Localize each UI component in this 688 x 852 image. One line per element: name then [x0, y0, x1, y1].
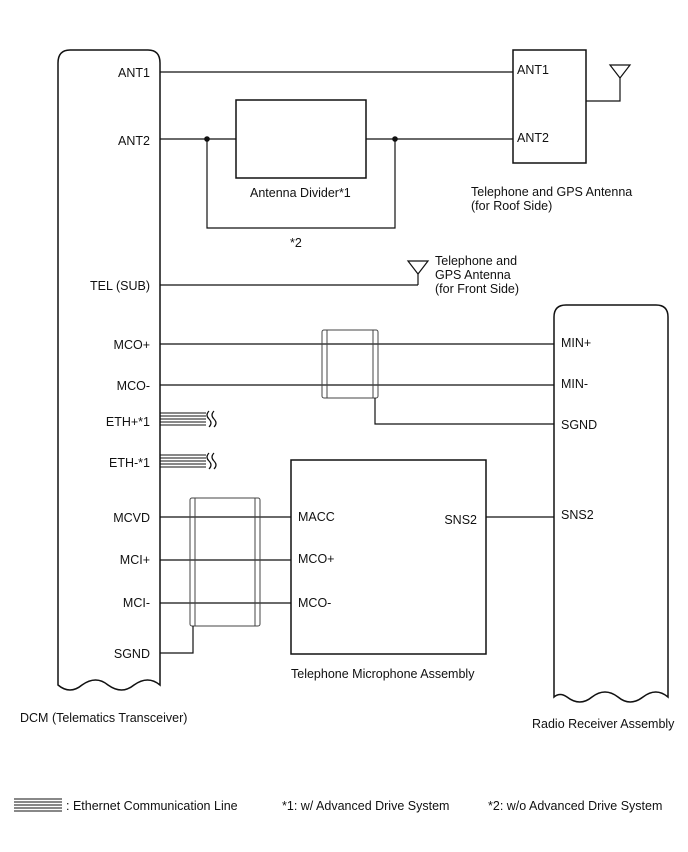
- dcm-pin-ant2: ANT2: [118, 134, 150, 148]
- front-antenna-label-2: GPS Antenna: [435, 268, 511, 282]
- microphone-label: Telephone Microphone Assembly: [291, 667, 475, 681]
- dcm-pin-mco-plus: MCO+: [114, 338, 150, 352]
- dcm-pin-mcvd: MCVD: [113, 511, 150, 525]
- radio-receiver-body: [553, 304, 669, 703]
- antenna-divider-box: [235, 99, 367, 179]
- radio-pin-min-minus: MIN-: [561, 377, 588, 391]
- front-antenna-label-3: (for Front Side): [435, 282, 519, 296]
- radio-receiver-label: Radio Receiver Assembly: [532, 717, 675, 731]
- dcm-pin-ant1: ANT1: [118, 66, 150, 80]
- dcm-body: [57, 49, 161, 691]
- shield-upper: [321, 329, 379, 399]
- legend-note-2: *2: w/o Advanced Drive System: [488, 799, 662, 813]
- legend-ethernet: : Ethernet Communication Line: [66, 799, 238, 813]
- dcm-pin-eth-plus: ETH+*1: [106, 415, 150, 429]
- mic-pin-macc: MACC: [298, 510, 335, 524]
- dcm-pin-sgnd: SGND: [114, 647, 150, 661]
- ethernet-line-plus: [160, 410, 217, 428]
- radio-pin-sgnd: SGND: [561, 418, 597, 432]
- microphone-box: [290, 459, 487, 655]
- wire-sgnd-shield: [160, 626, 194, 654]
- dcm-pin-mci-plus: MCI+: [120, 553, 150, 567]
- dcm-pin-mci-minus: MCI-: [123, 596, 150, 610]
- mic-pin-sns2: SNS2: [444, 513, 477, 527]
- ethernet-line-minus: [160, 452, 217, 470]
- roof-antenna-label-1: Telephone and GPS Antenna: [471, 185, 632, 199]
- front-antenna-symbol-icon: [406, 260, 430, 285]
- antenna-divider-label: Antenna Divider*1: [250, 186, 351, 200]
- wire-shield-sgnd: [374, 398, 554, 425]
- front-antenna-label-1: Telephone and: [435, 254, 517, 268]
- dcm-label: DCM (Telematics Transceiver): [20, 711, 187, 725]
- mic-pin-mco-minus: MCO-: [298, 596, 331, 610]
- roof-antenna-symbol-icon: [586, 64, 632, 102]
- shield-lower: [189, 497, 261, 627]
- mic-pin-mco-plus: MCO+: [298, 552, 334, 566]
- ethernet-legend-icon: [14, 798, 62, 812]
- radio-pin-sns2: SNS2: [561, 508, 594, 522]
- dcm-pin-eth-minus: ETH-*1: [109, 456, 150, 470]
- wire-divider-bypass: [206, 139, 396, 229]
- legend-note-1: *1: w/ Advanced Drive System: [282, 799, 449, 813]
- roof-antenna-label-2: (for Roof Side): [471, 199, 552, 213]
- dcm-pin-mco-minus: MCO-: [117, 379, 150, 393]
- roof-antenna-box: [512, 49, 587, 164]
- roof-antenna-pin-ant2: ANT2: [517, 131, 549, 145]
- dcm-pin-tel-sub: TEL (SUB): [90, 279, 150, 293]
- roof-antenna-pin-ant1: ANT1: [517, 63, 549, 77]
- radio-pin-min-plus: MIN+: [561, 336, 591, 350]
- bypass-note: *2: [290, 236, 302, 250]
